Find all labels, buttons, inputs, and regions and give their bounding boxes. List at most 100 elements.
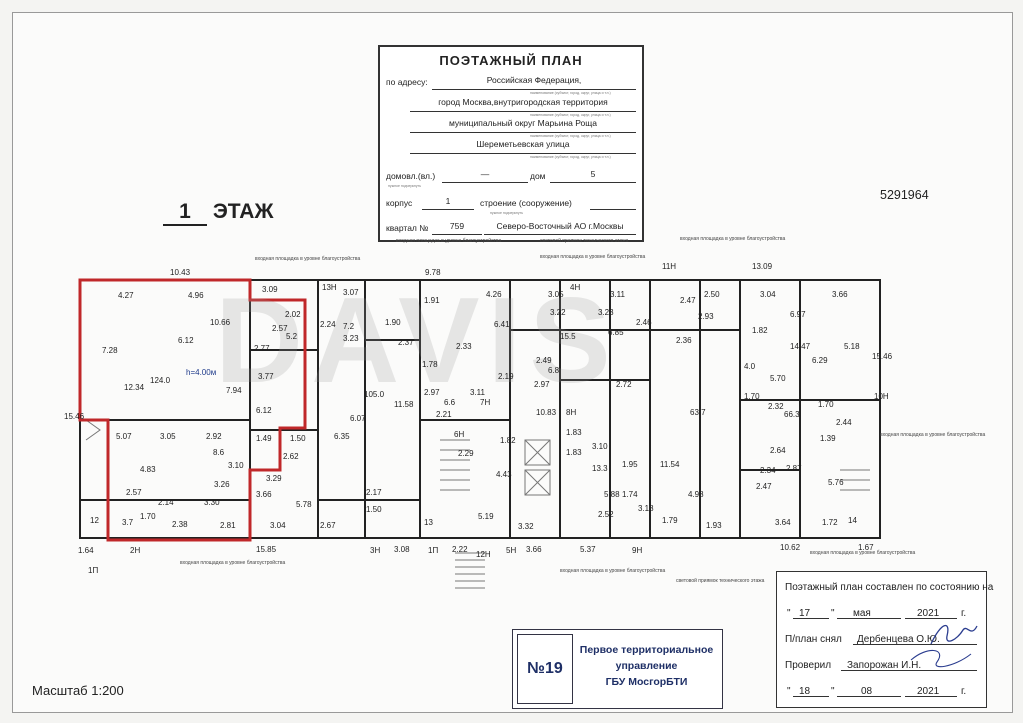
plan-dim: 2.33 <box>456 342 472 351</box>
plan-dim: 6.07 <box>350 414 366 423</box>
kvartal-label: квартал № <box>386 223 429 233</box>
info-title: Поэтажный план составлен по состоянию на <box>785 582 994 593</box>
plan-dim: 7.28 <box>102 346 118 355</box>
plan-dim: 3.22 <box>550 308 566 317</box>
date1-day: 17 <box>799 608 811 619</box>
plan-dim: 3.66 <box>832 290 848 299</box>
plan-dim: 5.70 <box>770 374 786 383</box>
room-label: 13 <box>424 518 433 527</box>
dom-label: дом <box>530 171 546 181</box>
plan-dim: 8.6 <box>213 448 225 457</box>
plan-dim: 5.88 <box>604 490 620 499</box>
plan-dim: 4.83 <box>140 465 156 474</box>
plan-dim: 1.95 <box>622 460 638 469</box>
plan-dim: 4.96 <box>188 291 204 300</box>
annotation-entry: входная площадка в уровне благоустройств… <box>180 560 286 566</box>
room-label: 7Н <box>480 398 491 407</box>
plan-dim: 2.67 <box>320 521 336 530</box>
room-label: 1П <box>428 546 439 555</box>
date1-suffix: г. <box>961 608 967 619</box>
plan-dim: 2.93 <box>698 312 714 321</box>
plan-dim: 3.23 <box>598 308 614 317</box>
plan-dim: 4.0 <box>744 362 756 371</box>
plan-dim: 6.12 <box>256 406 272 415</box>
date2-month: 08 <box>861 686 873 697</box>
domovl-label: домовл.(вл.) <box>386 171 436 181</box>
plan-dim: 15.46 <box>872 352 893 361</box>
plan-dim: 66.3 <box>784 410 800 419</box>
stroenie-label: строение (сооружение) <box>480 198 572 208</box>
sheet-id: 5291964 <box>880 188 929 202</box>
annotation-entry: входная площадка в уровне благоустройств… <box>810 550 916 556</box>
plan-dim: 1.72 <box>822 518 838 527</box>
plan-dim: 10.83 <box>536 408 557 417</box>
plan-dim: 4.26 <box>486 290 502 299</box>
highlighted-unit-outline <box>78 278 307 542</box>
address-line-2: город Москва,внутригородская территория <box>438 97 608 107</box>
plan-dim: 3.29 <box>266 474 282 483</box>
plan-dim: 3.7 <box>122 518 134 527</box>
plan-dim: 2.57 <box>272 324 288 333</box>
plan-dim: 2.44 <box>836 418 852 427</box>
plan-dim: 3.64 <box>775 518 791 527</box>
plan-dim: 6.12 <box>178 336 194 345</box>
plan-dim: 10.62 <box>780 543 801 552</box>
plan-dim: 2.19 <box>498 372 514 381</box>
plan-dim: 9.78 <box>425 268 441 277</box>
checked-label: Проверил <box>785 660 832 671</box>
plan-dim: 3.10 <box>592 442 608 451</box>
korpus-label: корпус <box>386 198 413 208</box>
plan-dim: 2.02 <box>285 310 301 319</box>
plan-dim: 13.3 <box>592 464 608 473</box>
annotation-pit: световой приямок технического этажа <box>676 578 765 584</box>
stamp-number: №19 <box>517 634 573 704</box>
date2-year: 2021 <box>917 686 940 697</box>
plan-dim: 4.27 <box>118 291 134 300</box>
stamp-line-3: ГБУ МосгорБТИ <box>605 676 688 688</box>
plan-dim: 1.82 <box>752 326 768 335</box>
plan-dim: 5.07 <box>116 432 132 441</box>
drawn-name: Дербенцева О.Ю. <box>857 634 940 645</box>
plan-dim: 2.81 <box>220 521 236 530</box>
plan-dim: 2.24 <box>320 320 336 329</box>
plan-dim: 5.78 <box>296 500 312 509</box>
plan-dim: 4.43 <box>496 470 512 479</box>
plan-dim: 3.26 <box>214 480 230 489</box>
plan-dim: 2.47 <box>680 296 696 305</box>
room-label: 13Н <box>322 283 337 292</box>
plan-dim: 2.50 <box>704 290 720 299</box>
plan-dim: 7.94 <box>226 386 242 395</box>
plan-dim: 6.41 <box>494 320 510 329</box>
plan-dim: 3.11 <box>470 388 485 397</box>
plan-dim: 5.19 <box>478 512 494 521</box>
room-label: 6Н <box>454 430 465 439</box>
plan-dim: 6.97 <box>790 310 806 319</box>
address-line-1: Российская Федерация, <box>486 75 582 85</box>
plan-dim: 1.70 <box>818 400 834 409</box>
plan-dim: 105.0 <box>364 390 385 399</box>
plan-dim: 6.29 <box>812 356 828 365</box>
plan-dim: 1.79 <box>662 516 678 525</box>
plan-dim: 5.18 <box>844 342 860 351</box>
ceiling-height: h=4.00м <box>186 368 217 377</box>
plan-dim: 3.10 <box>228 461 244 470</box>
plan-dim: 5.76 <box>828 478 844 487</box>
scale-label: Масштаб 1:200 <box>32 683 124 698</box>
plan-dim: 2.38 <box>172 520 188 529</box>
plan-dim: 4.98 <box>688 490 704 499</box>
plan-dim: 12.34 <box>124 383 145 392</box>
plan-dim: 2.97 <box>424 388 440 397</box>
room-label: 11Н <box>662 262 677 271</box>
domovl-value: — <box>480 169 490 179</box>
plan-dim: 3.66 <box>256 490 272 499</box>
annotation-entry: входная площадка в уровне благоустройств… <box>880 432 986 438</box>
kvartal-district: Северо-Восточный АО г.Москвы <box>496 221 624 231</box>
plan-dim: 2.17 <box>366 488 382 497</box>
drawn-label: П/план снял <box>785 634 842 645</box>
plan-dim: 2.37 <box>398 338 414 347</box>
plan-dim: 1.67 <box>858 543 874 552</box>
plan-dim: 2.46 <box>636 318 652 327</box>
plan-dim: 1.50 <box>366 505 382 514</box>
plan-dim: 3.23 <box>343 334 359 343</box>
signature-drawn <box>930 625 978 645</box>
